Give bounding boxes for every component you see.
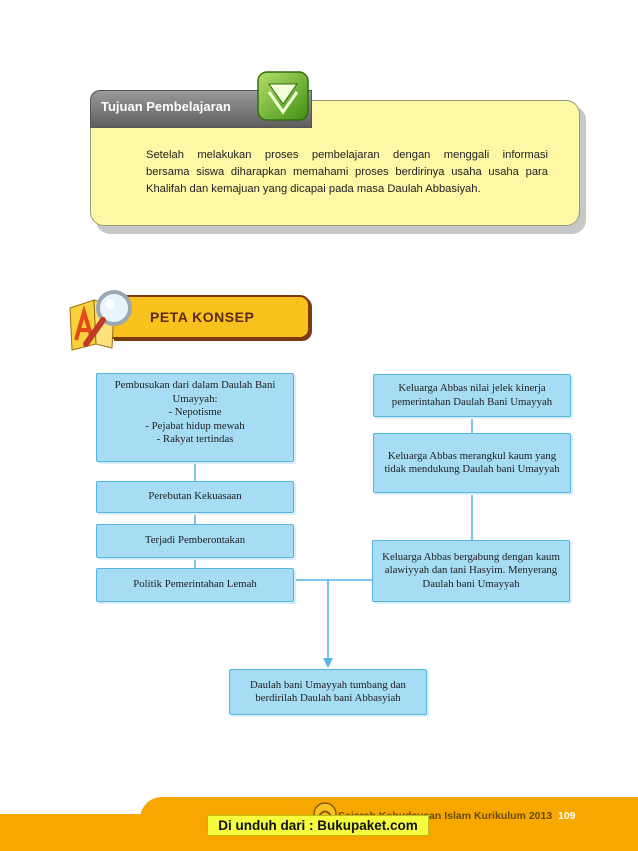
concept-box-text: Perebutan Kekuasaan (148, 490, 242, 503)
concept-box-bergabung: Keluarga Abbas bergabung dengan kaum ala… (372, 540, 570, 602)
concept-box-text: Daulah bani Umayyah tumbang dan berdiril… (250, 678, 406, 705)
page-number: 109 (558, 810, 576, 822)
concept-box-text: Keluarga Abbas bergabung dengan kaum ala… (382, 550, 560, 590)
concept-box-text: Terjadi Pemberontakan (144, 534, 246, 547)
tujuan-line: Setelah melakukan proses pembelajaran de… (146, 149, 548, 161)
tujuan-title: Tujuan Pembelajaran (101, 99, 231, 114)
book-magnifier-icon (69, 290, 132, 351)
tujuan-line: Khalifah dan kemajuan yang dicapai pada … (146, 183, 481, 195)
concept-box-merangkul: Keluarga Abbas merangkul kaum yang tidak… (373, 433, 571, 493)
concept-box-pemberontakan: Terjadi Pemberontakan (96, 524, 294, 558)
download-source-banner[interactable]: Di unduh dari : Bukupaket.com (207, 815, 429, 836)
concept-box-text: Keluarga Abbas merangkul kaum yang tidak… (384, 449, 560, 476)
peta-konsep-banner (112, 295, 310, 339)
footer-curve (140, 797, 638, 819)
concept-box-nilai-jelek: Keluarga Abbas nilai jelek kinerja pemer… (373, 374, 571, 417)
concept-box-text: Politik Pemerintahan Lemah (133, 578, 257, 591)
peta-konsep-title: PETA KONSEP (150, 309, 255, 325)
concept-box-perebutan: Perebutan Kekuasaan (96, 481, 294, 513)
concept-box-result: Daulah bani Umayyah tumbang dan berdiril… (229, 669, 427, 715)
tujuan-text: Setelah melakukan proses pembelajaran de… (146, 147, 548, 198)
concept-box-politik-lemah: Politik Pemerintahan Lemah (96, 568, 294, 602)
concept-box-text: Keluarga Abbas nilai jelek kinerja pemer… (391, 382, 553, 408)
tujuan-line: bersama siswa diharapkan memahami proses… (146, 166, 548, 178)
concept-box-text: Pembusukan dari dalam Daulah Bani Umayya… (114, 379, 276, 445)
concept-box-pembusukan: Pembusukan dari dalam Daulah Bani Umayya… (96, 373, 294, 462)
green-arrow-down-icon (257, 71, 309, 121)
